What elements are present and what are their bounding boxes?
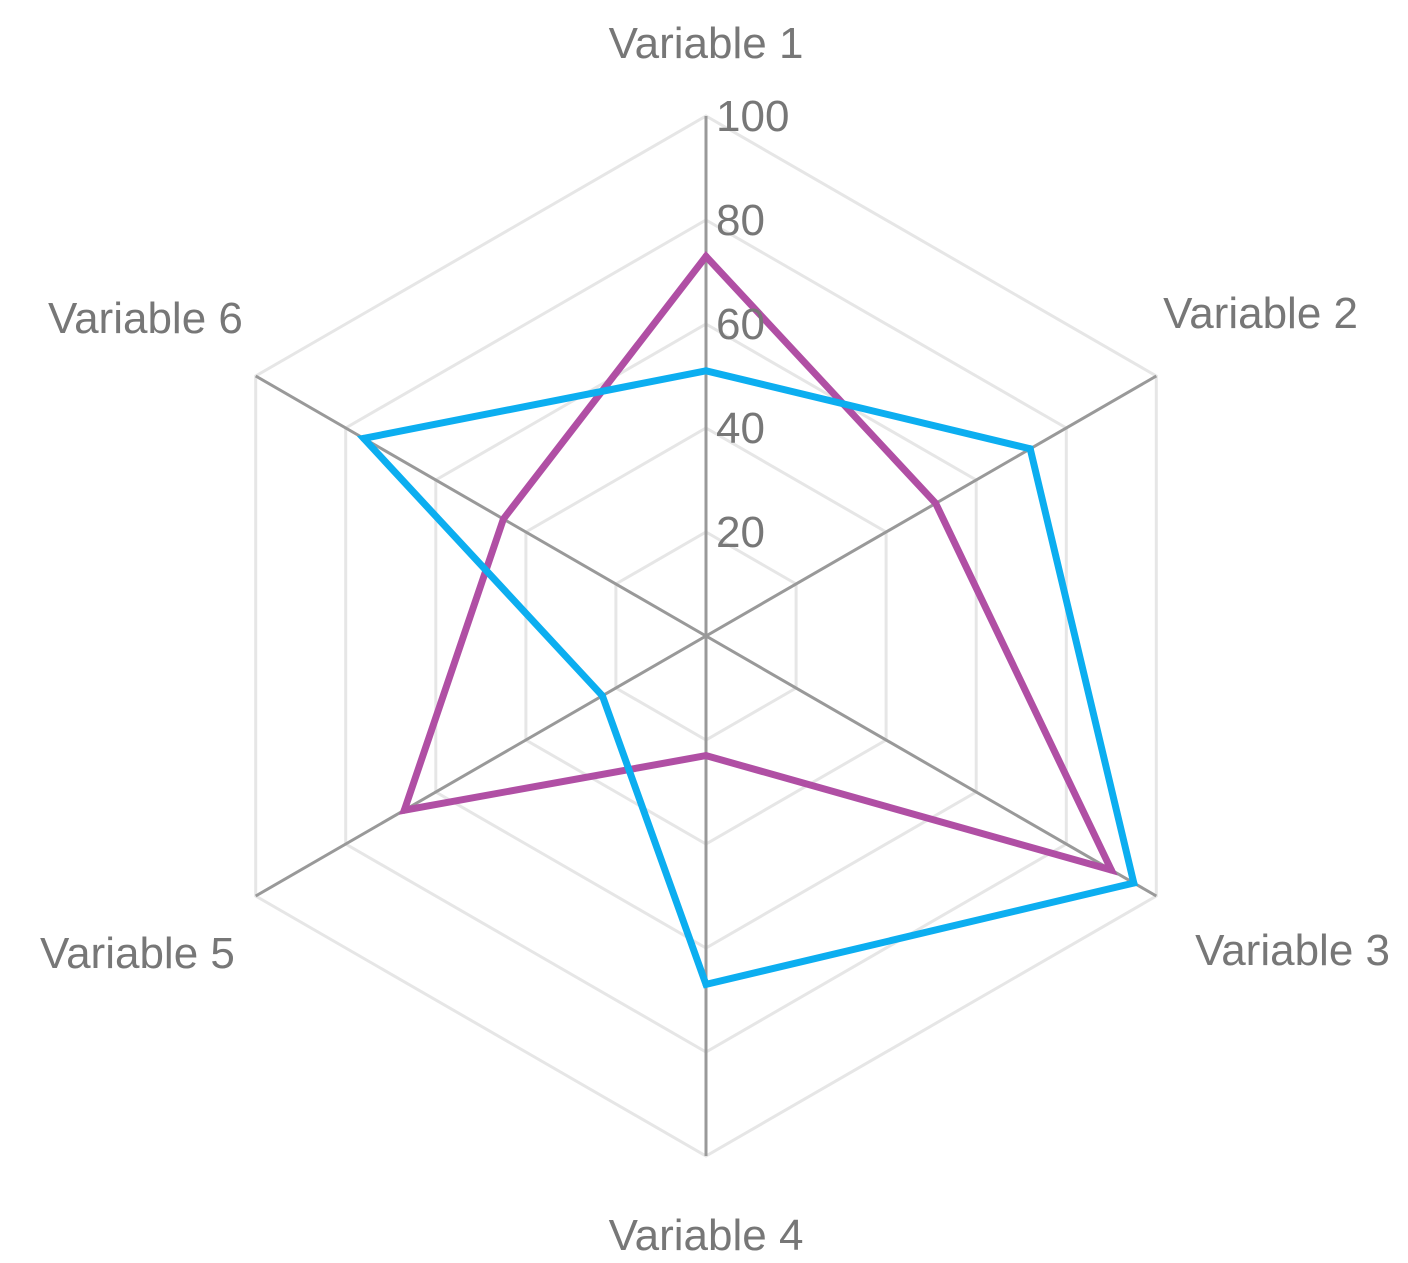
series-1-point-4	[702, 752, 710, 760]
tick-label-20: 20	[716, 508, 765, 557]
tick-label-100: 100	[716, 92, 789, 141]
tick-labels: 20 40 60 80 100	[716, 92, 789, 557]
axis-spoke-2	[705, 374, 1158, 638]
axis-spoke-5	[254, 634, 707, 898]
series-1-point-2	[932, 499, 940, 507]
axis-label-1: Variable 1	[609, 19, 804, 68]
series-2-point-1	[702, 367, 710, 375]
axis-label-3: Variable 3	[1195, 926, 1390, 975]
axis-label-6: Variable 6	[48, 294, 243, 343]
series-2-point-6	[360, 434, 368, 442]
series	[356, 250, 1139, 989]
series-2-point-5	[598, 692, 606, 700]
axis-label-5: Variable 5	[40, 929, 235, 978]
axes	[254, 116, 1158, 1156]
axis-label-2: Variable 2	[1163, 289, 1358, 338]
axis-label-4: Variable 4	[609, 1211, 804, 1260]
series-2-point-2	[1026, 445, 1034, 453]
series-1-point-3	[1107, 866, 1115, 874]
series-2-point-4	[702, 980, 710, 988]
axis-labels: Variable 1 Variable 2 Variable 3 Variable 4…	[40, 19, 1390, 1260]
series-2-point-3	[1130, 879, 1138, 887]
tick-label-60: 60	[716, 300, 765, 349]
series-1-point-6	[499, 515, 507, 523]
series-1-point-5	[400, 806, 408, 814]
tick-label-80: 80	[716, 196, 765, 245]
axis-spoke-6	[254, 374, 707, 638]
axis-spoke-3	[705, 634, 1158, 898]
tick-label-40: 40	[716, 404, 765, 453]
series-1-point-1	[702, 252, 710, 260]
